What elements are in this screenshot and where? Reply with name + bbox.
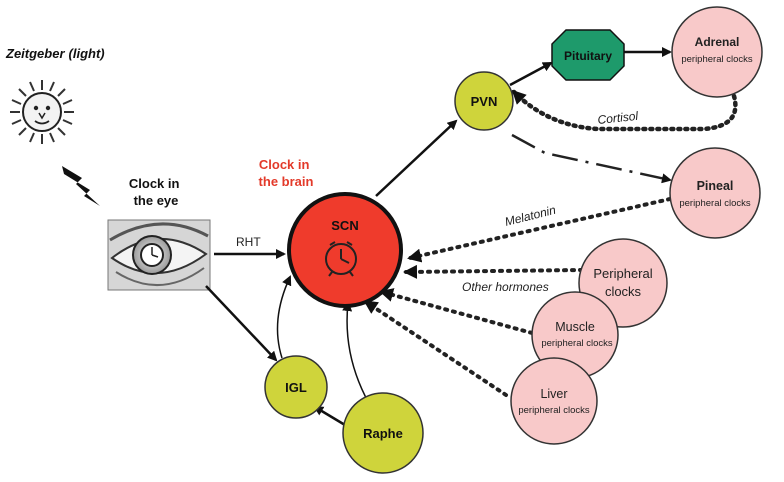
node-scn: SCN — [287, 192, 403, 308]
node-pituitary-label: Pituitary — [564, 49, 612, 63]
node-pvn-label: PVN — [471, 94, 498, 109]
clock-icon — [325, 241, 357, 277]
edge-igl-scn — [276, 275, 292, 359]
solid-edges — [205, 47, 672, 430]
node-pvn: PVN — [454, 71, 514, 131]
label-rht: RHT — [236, 235, 261, 249]
node-muscle-sub: peripheral clocks — [541, 338, 613, 349]
node-muscle-label: Muscle — [555, 320, 595, 334]
edge-pvn-pituitary — [509, 61, 553, 87]
edge-eye-igl — [205, 285, 278, 362]
node-liver: Liver peripheral clocks — [510, 357, 598, 445]
node-igl: IGL — [264, 355, 328, 419]
node-pineal-label: Pineal — [697, 179, 734, 193]
node-pineal: Pineal peripheral clocks — [669, 147, 761, 239]
edge-melatonin — [407, 197, 672, 263]
node-scn-label: SCN — [331, 218, 358, 233]
label-cortisol: Cortisol — [597, 109, 639, 127]
node-muscle: Muscle peripheral clocks — [531, 291, 619, 379]
node-adrenal: Adrenal peripheral clocks — [671, 6, 763, 98]
edge-peripheral-scn — [403, 264, 584, 279]
edge-liver-scn — [363, 300, 508, 397]
node-adrenal-sub: peripheral clocks — [681, 54, 753, 65]
brain-clock-title: Clock in the brain — [259, 157, 314, 189]
zeitgeber-label: Zeitgeber(light) — [5, 46, 105, 61]
node-pineal-sub: peripheral clocks — [679, 198, 751, 209]
edge-pvn-pineal — [511, 133, 672, 184]
edge-scn-pvn — [375, 119, 458, 197]
sun-icon — [10, 80, 74, 144]
node-peripheral-line1: Peripheral — [593, 266, 652, 281]
edge-cortisol — [511, 89, 738, 132]
hormone-edges — [363, 89, 738, 397]
node-liver-label: Liver — [540, 387, 567, 401]
lightning-bolt-icon — [62, 166, 100, 206]
node-raphe-label: Raphe — [363, 426, 403, 441]
eye-clock-title: Clock in the eye — [129, 176, 183, 208]
node-pituitary: Pituitary — [551, 29, 625, 81]
node-igl-label: IGL — [285, 380, 307, 395]
edge-muscle-scn — [379, 288, 534, 335]
node-liver-sub: peripheral clocks — [518, 405, 590, 416]
node-adrenal-label: Adrenal — [695, 35, 740, 49]
node-raphe: Raphe — [342, 392, 424, 474]
eye-image — [107, 219, 211, 291]
label-other-hormones: Other hormones — [462, 280, 549, 294]
node-peripheral-line2: clocks — [605, 284, 642, 299]
